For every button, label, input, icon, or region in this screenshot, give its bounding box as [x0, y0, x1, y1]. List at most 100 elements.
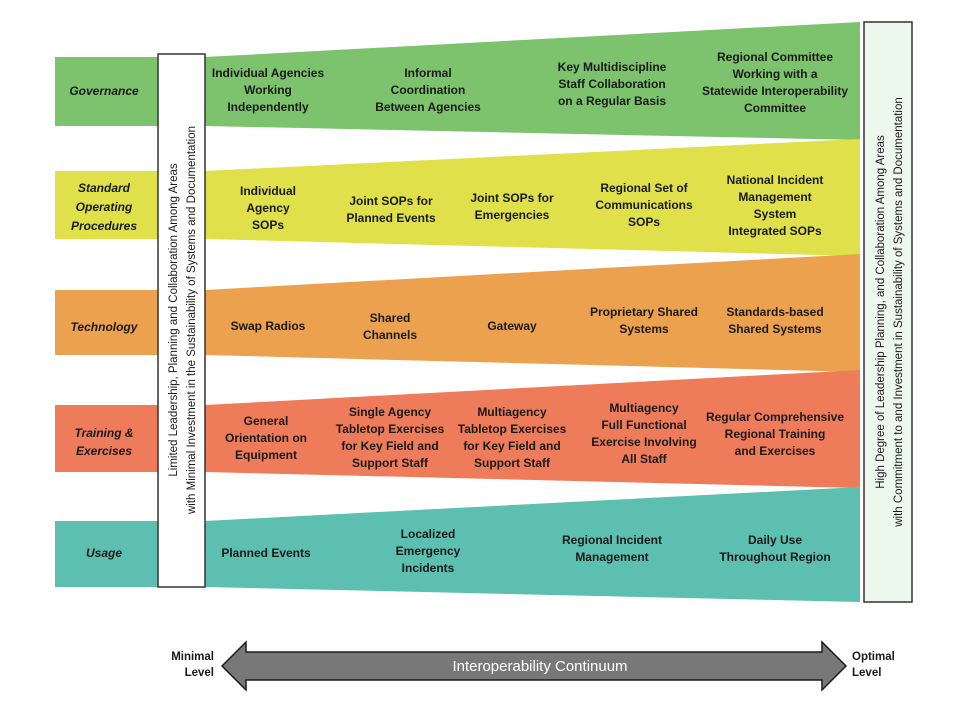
item-line: Swap Radios [231, 319, 306, 333]
lane-label-standard-operating-procedures: Standard Operating Procedures [71, 181, 137, 233]
item-line: Orientation on [225, 431, 307, 445]
item-line: Informal [404, 66, 451, 80]
lane-item: Swap Radios [231, 319, 306, 333]
item-line: Gateway [487, 319, 537, 333]
item-line: Multiagency [609, 401, 679, 415]
lane-label-line: Governance [69, 84, 139, 98]
item-line: SOPs [252, 218, 284, 232]
item-line: Localized [401, 527, 456, 541]
optimal-level-line: Optimal [852, 651, 895, 663]
minimal-level-line: Minimal [171, 651, 214, 663]
optimal-level-label: Optimal Level [852, 651, 895, 679]
double-arrow-icon [220, 640, 848, 692]
lane-item: Shared Channels [363, 311, 417, 342]
item-line: Individual Agencies [212, 66, 325, 80]
lane-label-training-exercises: Training & Exercises [74, 426, 133, 458]
lane-band-training-exercises [55, 370, 860, 488]
lane-item: Daily Use Throughout Region [719, 533, 830, 564]
lane-band-governance [55, 22, 860, 140]
item-line: Planned Events [221, 546, 311, 560]
lane-label-line: Usage [86, 546, 122, 560]
item-line: Shared Systems [728, 322, 822, 336]
lane-item: Multiagency Tabletop Exercises for Key F… [458, 405, 567, 470]
item-line: Working with a [732, 67, 817, 81]
item-line: Regular Comprehensive [706, 410, 844, 424]
lane-label-line: Technology [71, 320, 139, 334]
lane-item: Proprietary Shared Systems [590, 305, 698, 336]
item-line: Joint SOPs for [349, 194, 433, 208]
right-panel-box [863, 21, 913, 603]
item-line: All Staff [621, 452, 667, 466]
lane-label-governance: Governance [69, 84, 139, 98]
item-line: Planned Events [346, 211, 436, 225]
item-line: Staff Collaboration [558, 77, 665, 91]
lane-item: General Orientation on Equipment [225, 414, 307, 462]
item-line: Equipment [235, 448, 297, 462]
lane-item: Multiagency Full Functional Exercise Inv… [591, 401, 696, 466]
lane-label-line: Procedures [71, 219, 137, 233]
item-line: Integrated SOPs [728, 224, 822, 238]
lane-band-usage [55, 487, 860, 602]
lane-item: Standards-based Shared Systems [726, 305, 823, 336]
lane-item: Individual Agencies Working Independentl… [212, 66, 325, 114]
item-line: Key Multidiscipline [558, 60, 667, 74]
lane-label-line: Standard [78, 181, 131, 195]
item-line: for Key Field and [463, 439, 560, 453]
lane-item: Key Multidiscipline Staff Collaboration … [558, 60, 667, 108]
item-line: System [754, 207, 797, 221]
item-line: Independently [227, 100, 309, 114]
item-line: Emergencies [475, 208, 550, 222]
item-line: Support Staff [474, 456, 551, 470]
item-line: General [244, 414, 289, 428]
item-line: Single Agency [349, 405, 432, 419]
item-line: Full Functional [601, 418, 686, 432]
item-line: Regional Incident [562, 533, 662, 547]
item-line: Communications [595, 198, 693, 212]
item-line: on a Regular Basis [558, 94, 666, 108]
lane-item: Planned Events [221, 546, 311, 560]
lane-item: Joint SOPs for Emergencies [470, 191, 554, 222]
lane-band-technology [55, 254, 860, 372]
item-line: Throughout Region [719, 550, 830, 564]
item-line: Management [575, 550, 648, 564]
minimal-level-line: Level [185, 667, 214, 679]
minimal-level-label: Minimal Level [171, 651, 214, 679]
lane-item: Regular Comprehensive Regional Training … [706, 410, 844, 458]
lane-item: Regional Committee Working with a Statew… [702, 50, 848, 115]
lane-item: Individual Agency SOPs [240, 184, 296, 232]
item-line: Coordination [391, 83, 466, 97]
lane-label-line: Operating [76, 200, 133, 214]
item-line: Working [244, 83, 292, 97]
continuum-label: Interoperability Continuum [452, 658, 627, 675]
item-line: Regional Set of [600, 181, 688, 195]
lane-item: Regional Incident Management [562, 533, 662, 564]
left-panel-line2: with Minimal Investment in the Sustainab… [186, 126, 198, 515]
item-line: Daily Use [748, 533, 802, 547]
item-line: Incidents [402, 561, 455, 575]
lane-label-line: Exercises [76, 444, 132, 458]
item-line: Systems [619, 322, 669, 336]
interoperability-continuum-arrow: Interoperability Continuum [220, 640, 848, 692]
lane-item: Regional Set of Communications SOPs [595, 181, 693, 229]
item-line: Standards-based [726, 305, 823, 319]
item-line: Regional Training [725, 427, 826, 441]
item-line: and Exercises [735, 444, 816, 458]
left-level-panel: Limited Leadership, Planning and Collabo… [157, 53, 206, 588]
left-panel-box [157, 53, 206, 588]
item-line: Tabletop Exercises [458, 422, 567, 436]
lane-item: Localized Emergency Incidents [396, 527, 461, 575]
right-level-panel: High Degree of Leadership Planning, and … [863, 21, 913, 603]
item-line: Management [738, 190, 811, 204]
item-line: Committee [744, 101, 806, 115]
item-line: for Key Field and [341, 439, 438, 453]
lane-item: Single Agency Tabletop Exercises for Key… [336, 405, 445, 470]
right-panel-line2: with Commitment to and Investment in Sus… [893, 97, 905, 528]
left-panel-line1: Limited Leadership, Planning and Collabo… [168, 163, 180, 477]
lane-item: Informal Coordination Between Agencies [375, 66, 481, 114]
item-line: Shared [370, 311, 411, 325]
lane-band-standard-operating-procedures [55, 139, 860, 256]
lane-label-usage: Usage [86, 546, 122, 560]
item-line: Individual [240, 184, 296, 198]
item-line: Joint SOPs for [470, 191, 554, 205]
